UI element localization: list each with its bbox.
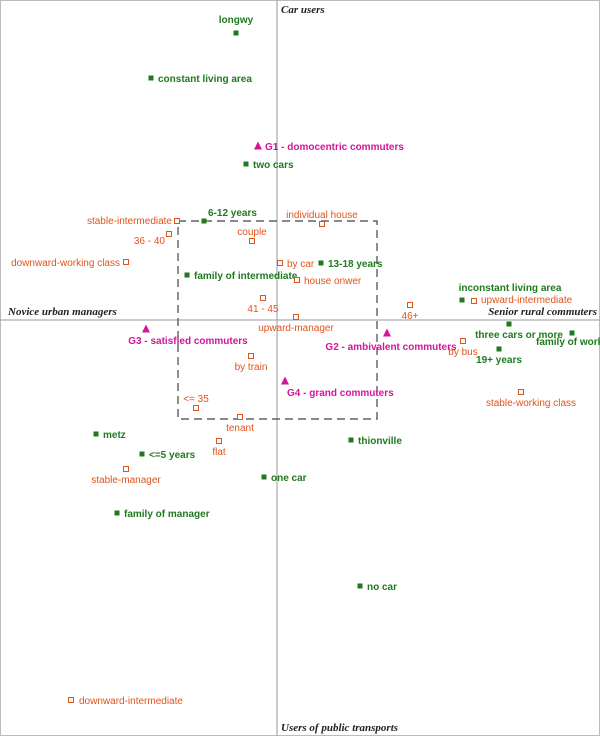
axis-title-bottom: Users of public transports: [281, 722, 398, 734]
point-marker-no-car: [357, 583, 363, 589]
data-points: longwy constant living area two cars 6-12 y…: [11, 15, 600, 707]
point-label-longwy: longwy: [219, 15, 254, 26]
point-label-5-years: <=5 years: [149, 450, 196, 461]
point-label-6-12-years: 6-12 years: [208, 208, 257, 219]
point-label-by-bus: by bus: [448, 347, 477, 358]
point-marker-g4-grand-commuters: [281, 376, 289, 385]
point-label-stable-intermediate: stable-intermediate: [87, 216, 172, 227]
point-marker-family-of-work: [569, 330, 575, 336]
point-label-two-cars: two cars: [253, 160, 294, 171]
point-label-house-onwer: house onwer: [304, 276, 362, 287]
point-label-stable-working-class: stable-working class: [486, 398, 576, 409]
point-label-tenant: tenant: [226, 423, 254, 434]
point-marker-tenant: [237, 414, 243, 420]
point-label-one-car: one car: [271, 473, 307, 484]
point-label-upward-manager: upward-manager: [258, 323, 334, 334]
axis-title-right: Senior rural commuters: [488, 306, 597, 318]
point-label-metz: metz: [103, 430, 126, 441]
point-label-g3-satisfied-commuters: G3 - satisfied commuters: [128, 336, 248, 347]
point-marker-by-car: [277, 260, 283, 266]
point-label-19-years: 19+ years: [476, 355, 522, 366]
point-marker-19-years: [496, 346, 502, 352]
point-marker-house-onwer: [294, 277, 300, 283]
point-label-family-of-work: family of work: [536, 337, 600, 348]
point-marker-5-years: [139, 451, 145, 457]
point-label-by-train: by train: [235, 362, 268, 373]
point-marker-6-12-years: [201, 218, 207, 224]
point-label-couple: couple: [237, 227, 267, 238]
point-marker-stable-intermediate: [174, 218, 180, 224]
point-marker-upward-manager: [293, 314, 299, 320]
point-label-stable-manager: stable-manager: [91, 475, 161, 486]
point-marker-two-cars: [243, 161, 249, 167]
point-label-13-18-years: 13-18 years: [328, 259, 383, 270]
point-marker-downward-intermediate: [68, 697, 74, 703]
point-marker-stable-manager: [123, 466, 129, 472]
point-label-35: <= 35: [183, 394, 209, 405]
point-label-downward-working-class: downward-working class: [11, 258, 120, 269]
point-marker-couple: [249, 238, 255, 244]
point-marker-flat: [216, 438, 222, 444]
point-marker-stable-working-class: [518, 389, 524, 395]
dashed-highlight-box: [177, 220, 378, 420]
point-marker-35: [193, 405, 199, 411]
point-marker-g2-ambivalent-commuters: [383, 328, 391, 337]
point-label-by-car: by car: [287, 259, 315, 270]
point-marker-inconstant-living-area: [459, 297, 465, 303]
point-marker-36-40: [166, 231, 172, 237]
point-label-inconstant-living-area: inconstant living area: [459, 283, 562, 294]
axis-title-top: Car users: [281, 4, 325, 16]
point-label-46: 46+: [402, 311, 419, 322]
point-label-flat: flat: [212, 447, 226, 458]
point-label-family-of-intermediate: family of intermediate: [194, 271, 298, 282]
point-label-g4-grand-commuters: G4 - grand commuters: [287, 388, 394, 399]
point-marker-upward-intermediate: [471, 298, 477, 304]
point-label-g1-domocentric-commuters: G1 - domocentric commuters: [265, 142, 404, 153]
axis-title-left: Novice urban managers: [7, 306, 117, 318]
point-label-36-40: 36 - 40: [134, 236, 166, 247]
point-label-41-45: 41 - 45: [247, 304, 279, 315]
point-marker-family-of-manager: [114, 510, 120, 516]
point-label-downward-intermediate: downward-intermediate: [79, 696, 183, 707]
point-marker-downward-working-class: [123, 259, 129, 265]
point-marker-g1-domocentric-commuters: [254, 141, 262, 150]
point-label-g2-ambivalent-commuters: G2 - ambivalent commuters: [325, 342, 457, 353]
point-label-upward-intermediate: upward-intermediate: [481, 295, 573, 306]
point-marker-one-car: [261, 474, 267, 480]
point-marker-longwy: [233, 30, 239, 36]
point-label-constant-living-area: constant living area: [158, 74, 252, 85]
point-label-family-of-manager: family of manager: [124, 509, 210, 520]
point-marker-three-cars-or-more: [506, 321, 512, 327]
point-marker-thionville: [348, 437, 354, 443]
point-marker-by-train: [248, 353, 254, 359]
point-marker-metz: [93, 431, 99, 437]
point-label-individual-house: individual house: [286, 210, 358, 221]
point-marker-by-bus: [460, 338, 466, 344]
point-marker-41-45: [260, 295, 266, 301]
point-marker-constant-living-area: [148, 75, 154, 81]
point-marker-13-18-years: [318, 260, 324, 266]
point-marker-46: [407, 302, 413, 308]
point-label-no-car: no car: [367, 582, 397, 593]
point-marker-g3-satisfied-commuters: [142, 324, 150, 333]
point-marker-individual-house: [319, 221, 325, 227]
point-label-three-cars-or-more: three cars or more: [475, 330, 563, 341]
point-label-thionville: thionville: [358, 436, 402, 447]
point-marker-family-of-intermediate: [184, 272, 190, 278]
